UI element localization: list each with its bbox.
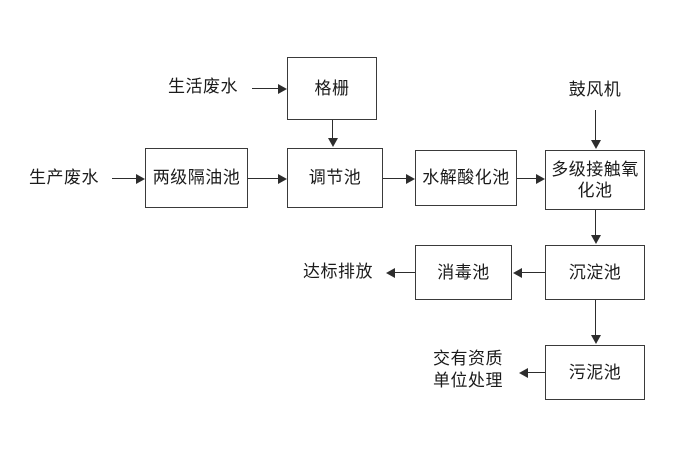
- node-label: 沉淀池: [568, 262, 622, 282]
- node-multistage-contact-oxidation-tank[interactable]: 多级接触氧 化池: [545, 150, 645, 210]
- label-compliant-discharge: 达标排放: [303, 261, 373, 281]
- edge-oxidation-to-sedimentation: [595, 210, 596, 236]
- edge-geshan-to-regulating: [332, 120, 333, 139]
- node-geshan[interactable]: 格栅: [287, 57, 377, 120]
- node-regulating-tank[interactable]: 调节池: [287, 148, 383, 208]
- arrowhead-blower-to-oxidation: [591, 140, 601, 149]
- edge-hydrolysis-to-oxidation: [517, 178, 537, 179]
- edge-sedimentation-to-sludge: [595, 300, 596, 336]
- node-sedimentation-tank[interactable]: 沉淀池: [545, 245, 645, 300]
- edge-domestic-to-geshan: [252, 88, 279, 89]
- arrowhead-sedimentation-to-disinfection: [513, 268, 522, 278]
- node-two-stage-oil-separation-tank[interactable]: 两级隔油池: [145, 148, 248, 208]
- node-hydrolysis-acidification-tank[interactable]: 水解酸化池: [415, 150, 517, 206]
- arrowhead-sedimentation-to-sludge: [591, 335, 601, 344]
- label-qualified-unit-treatment: 交有资质 单位处理: [433, 348, 503, 390]
- edge-oil-separation-to-regulating: [248, 178, 279, 179]
- node-label: 污泥池: [568, 362, 622, 382]
- edge-blower-to-oxidation: [595, 110, 596, 141]
- edge-disinfection-to-discharge: [394, 272, 415, 273]
- node-label: 两级隔油池: [152, 168, 241, 188]
- node-label: 消毒池: [437, 262, 490, 282]
- node-label: 多级接触氧 化池: [551, 159, 639, 200]
- label-blower: 鼓风机: [568, 79, 622, 99]
- arrowhead-oil-separation-to-regulating: [278, 174, 287, 184]
- edge-production-to-oil-separation: [112, 178, 137, 179]
- node-disinfection-tank[interactable]: 消毒池: [415, 245, 512, 300]
- edge-regulating-to-hydrolysis: [383, 178, 407, 179]
- arrowhead-domestic-to-geshan: [278, 84, 287, 94]
- arrowhead-geshan-to-regulating: [328, 138, 338, 147]
- arrowhead-production-to-oil-separation: [136, 174, 145, 184]
- arrowhead-disinfection-to-discharge: [386, 268, 395, 278]
- arrowhead-oxidation-to-sedimentation: [591, 235, 601, 244]
- node-sludge-tank[interactable]: 污泥池: [545, 345, 645, 400]
- node-label: 调节池: [308, 168, 362, 188]
- edge-sedimentation-to-disinfection: [521, 272, 545, 273]
- arrowhead-regulating-to-hydrolysis: [406, 174, 415, 184]
- arrowhead-hydrolysis-to-oxidation: [536, 174, 545, 184]
- node-label: 水解酸化池: [422, 168, 510, 188]
- label-domestic-wastewater: 生活废水: [168, 76, 238, 96]
- node-label: 格栅: [314, 78, 350, 98]
- arrowhead-sludge-to-qualified-unit: [519, 368, 528, 378]
- edge-sludge-to-qualified-unit: [527, 372, 545, 373]
- label-production-wastewater: 生产废水: [29, 167, 99, 187]
